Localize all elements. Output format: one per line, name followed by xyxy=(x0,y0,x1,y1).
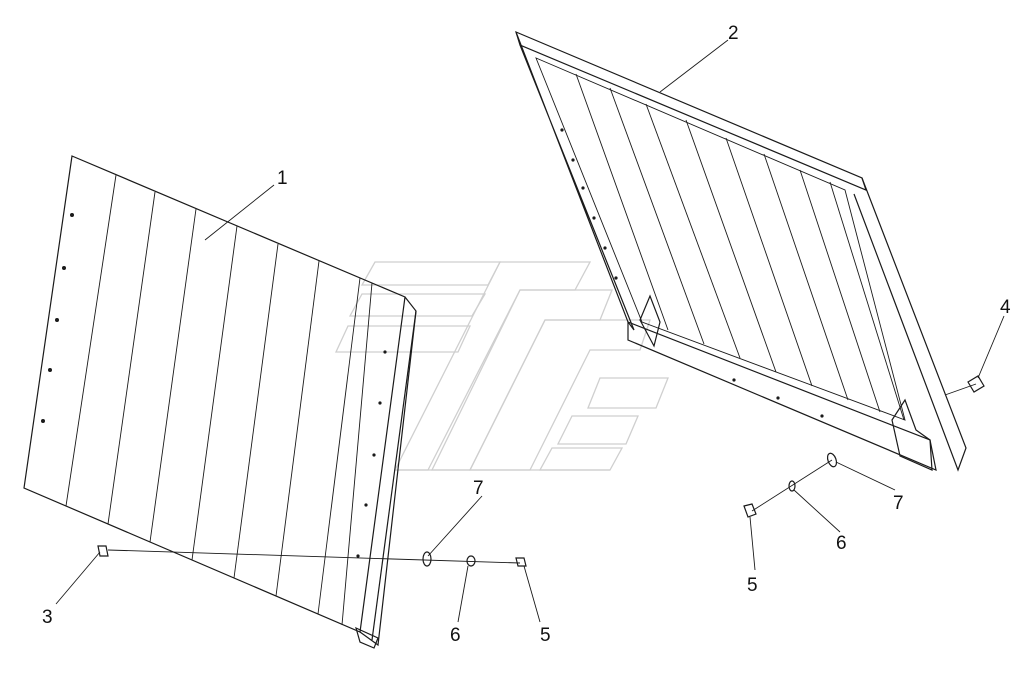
lock-washer-part-6-right xyxy=(788,480,796,492)
nut-part-5-left xyxy=(515,557,527,567)
nut-part-5-right xyxy=(743,503,757,518)
callout-labels: 1 2 3 4 5 5 6 6 7 7 xyxy=(42,23,1011,646)
frame-2-holes xyxy=(560,128,824,418)
lock-washer-part-6-left xyxy=(466,555,476,567)
washer-part-7-left xyxy=(422,551,432,567)
callout-7-left: 7 xyxy=(473,478,484,499)
callout-5-left: 5 xyxy=(540,625,551,646)
right-hardware-stack xyxy=(743,452,838,518)
callout-6-left: 6 xyxy=(450,625,461,646)
callout-6-right: 6 xyxy=(836,533,847,554)
panel-1-slats xyxy=(65,174,373,626)
frame-part-2 xyxy=(515,30,967,472)
bolt-part-4 xyxy=(944,375,985,396)
frame-2-corner-bracket-left xyxy=(639,294,661,348)
frame-2-corner-bracket-right xyxy=(891,398,933,471)
bolt-part-3 xyxy=(97,545,109,557)
callout-4: 4 xyxy=(1000,297,1011,318)
frame-2-slats xyxy=(575,73,905,421)
callout-3: 3 xyxy=(42,607,53,628)
panel-1-foot-bracket xyxy=(355,626,379,649)
leader-lines xyxy=(55,39,1005,623)
left-hardware-stack xyxy=(97,545,527,567)
panel-1-holes xyxy=(41,213,387,558)
callout-2: 2 xyxy=(728,23,739,44)
callout-7-right: 7 xyxy=(893,493,904,514)
callout-1: 1 xyxy=(277,168,288,189)
callout-5-right: 5 xyxy=(747,575,758,596)
panel-part-1 xyxy=(23,155,417,649)
washer-part-7-right xyxy=(826,452,838,468)
